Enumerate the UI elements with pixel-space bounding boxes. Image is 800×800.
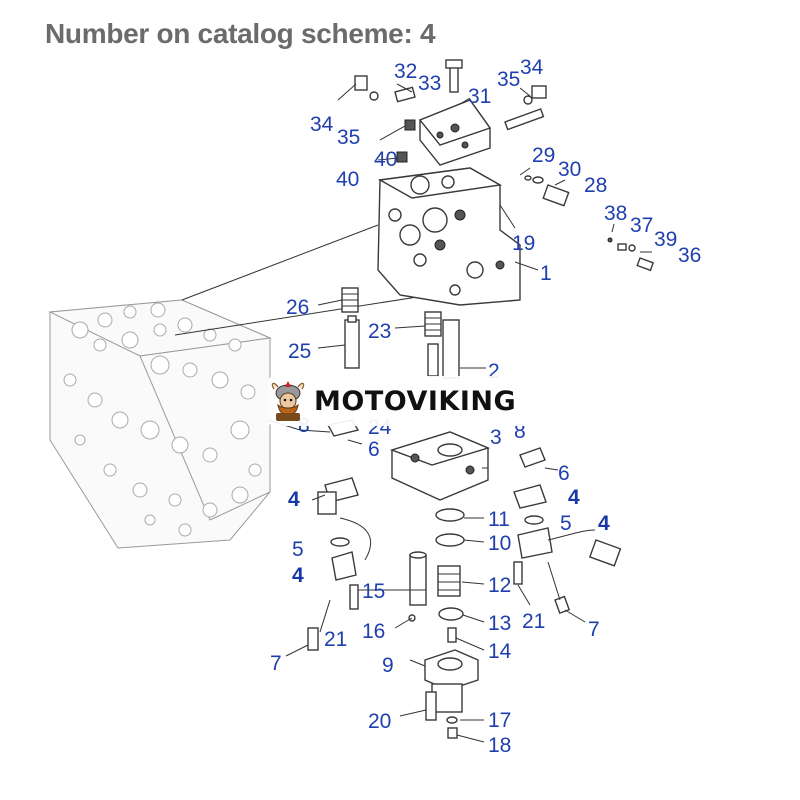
- part-label: 32: [394, 60, 417, 83]
- part-label: 13: [488, 612, 511, 635]
- part-label: 17: [488, 709, 511, 732]
- part-label: 19: [512, 232, 535, 255]
- part-label: 6: [368, 438, 380, 461]
- part-label: 1: [540, 262, 552, 285]
- viking-mascot-icon: [271, 381, 305, 421]
- part-label: 21: [324, 628, 347, 651]
- part-label: 34: [310, 113, 334, 136]
- part-label: 38: [604, 202, 627, 225]
- part-label: 25: [288, 340, 311, 363]
- spring-part-26: [341, 287, 359, 313]
- part-label: 31: [468, 85, 491, 108]
- solenoid-right-part-4: [513, 484, 622, 567]
- part-label: 4: [598, 512, 610, 535]
- part-label: 28: [584, 174, 607, 197]
- part-label: 2: [488, 360, 500, 383]
- part-label: 4: [292, 564, 304, 587]
- part-label: 35: [337, 126, 360, 149]
- part-label: 3: [490, 426, 502, 449]
- part-label: 14: [488, 640, 512, 663]
- part-label: 26: [286, 296, 309, 319]
- part-label: 16: [362, 620, 385, 643]
- part-label: 12: [488, 574, 511, 597]
- part-label: 8: [514, 420, 526, 443]
- part-label: 10: [488, 532, 511, 555]
- part-label: 34: [520, 56, 544, 79]
- watermark-text: MOTOVIKING: [314, 385, 517, 417]
- solenoid-left-part-4: [317, 477, 372, 581]
- part-label: 29: [532, 144, 555, 167]
- part-label: 7: [588, 618, 600, 641]
- part-label: 9: [382, 654, 394, 677]
- part-label: 5: [560, 512, 572, 535]
- cover-part-31: [418, 99, 492, 166]
- part-label: 11: [488, 508, 510, 531]
- part-label: 7: [270, 652, 282, 675]
- part-label: 40: [374, 148, 397, 171]
- spring-part-23: [424, 311, 442, 337]
- part-label: 40: [336, 168, 359, 191]
- leader-lines: [285, 83, 652, 743]
- part-label: 35: [497, 68, 520, 91]
- main-valve-assembly-ghost: [48, 299, 272, 549]
- part-label: 18: [488, 734, 511, 757]
- part-label: 4: [288, 488, 300, 511]
- part-label: 15: [362, 580, 385, 603]
- part-label: 23: [368, 320, 391, 343]
- part-label: 6: [558, 462, 570, 485]
- part-label: 36: [678, 244, 701, 267]
- part-label: 33: [418, 72, 441, 95]
- part-label: 21: [522, 610, 545, 633]
- cover-part-3: [389, 431, 491, 501]
- watermark-banner: MOTOVIKING: [268, 376, 536, 426]
- part-label: 20: [368, 710, 391, 733]
- part-label: 5: [292, 538, 304, 561]
- part-label: 4: [568, 486, 580, 509]
- spring-part-12: [437, 565, 461, 597]
- cap-part-9: [424, 649, 479, 713]
- page-title: Number on catalog scheme: 4: [45, 18, 436, 49]
- part-label: 30: [558, 158, 581, 181]
- part-label: 37: [630, 214, 653, 237]
- part-label: 39: [654, 228, 677, 251]
- valve-body-part-1: [377, 167, 521, 306]
